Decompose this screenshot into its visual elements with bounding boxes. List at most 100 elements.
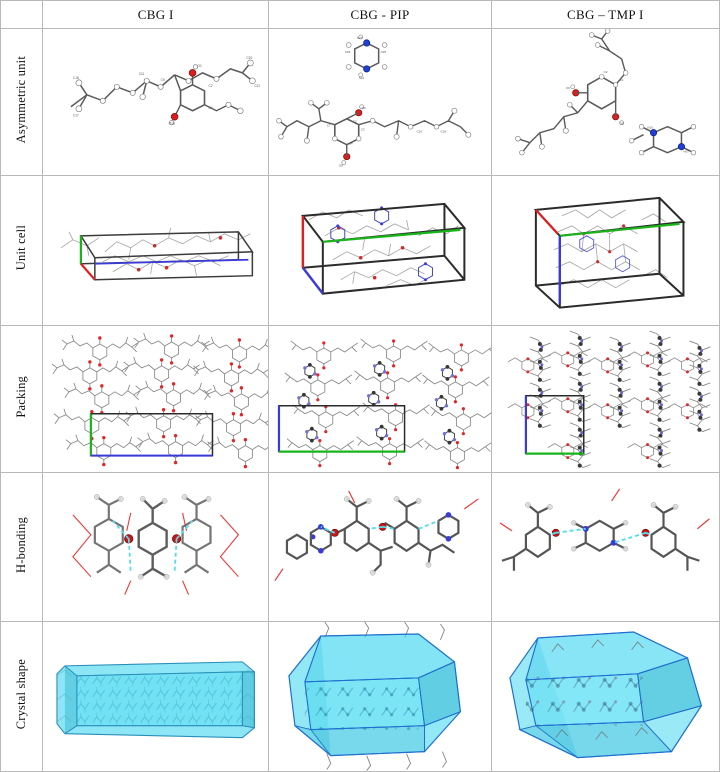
oxygen-atom xyxy=(188,69,197,77)
cell-unit-cell-cbg1 xyxy=(42,174,270,327)
svg-text:C21: C21 xyxy=(254,84,260,88)
row-label-crystal-shape: Crystal shape xyxy=(0,621,44,772)
cell-h-bonding-cbgtmpi xyxy=(490,471,720,623)
row-asymmetric-unit: Asymmetric unit xyxy=(0,28,720,176)
row-label-packing: Packing xyxy=(0,325,44,473)
svg-text:C11: C11 xyxy=(139,72,145,76)
corner-cell xyxy=(0,0,44,29)
hydrogen-bonds xyxy=(112,519,194,573)
svg-text:C1: C1 xyxy=(619,78,623,82)
oxygen-atom xyxy=(170,113,179,121)
axis-a-red xyxy=(534,208,559,235)
svg-text:O8: O8 xyxy=(339,164,343,168)
contact-lines xyxy=(72,512,240,595)
unit-cell-edges xyxy=(301,202,467,295)
crystal-shape-cbgpip xyxy=(288,622,462,771)
cell-packing-cbg1 xyxy=(42,325,270,473)
row-h-bonding: H-bonding xyxy=(0,471,720,623)
contact-lines xyxy=(274,490,480,581)
row-label-unit-cell: Unit cell xyxy=(0,174,44,327)
row-label-text: Packing xyxy=(14,375,29,418)
axis-b-green xyxy=(323,228,461,243)
hbond-cbg1 xyxy=(72,493,240,595)
nitrogen-atom xyxy=(318,547,324,554)
svg-text:C17: C17 xyxy=(73,114,79,118)
nitrogen-atom xyxy=(649,129,657,137)
column-header-cbgtmpi: CBG – TMP I xyxy=(490,0,720,29)
column-header-cbgpip: CBG - PIP xyxy=(268,0,492,29)
cell-crystal-shape-cbgpip xyxy=(268,621,492,772)
axis-a-red xyxy=(80,262,96,280)
svg-text:N24: N24 xyxy=(359,76,365,80)
svg-text:C9: C9 xyxy=(161,78,165,82)
row-label-text: Crystal shape xyxy=(14,658,29,730)
svg-text:C4: C4 xyxy=(349,142,353,146)
packing-unit-cell xyxy=(89,413,214,457)
column-header-cbg1: CBG I xyxy=(42,0,270,29)
hbond-cbgtmpi xyxy=(499,488,710,571)
contact-lines xyxy=(499,488,710,532)
cell-unit-cell-cbgtmpi xyxy=(490,174,720,327)
row-label-text: Unit cell xyxy=(14,225,29,271)
svg-text:O9: O9 xyxy=(565,86,569,90)
nitrogen-atom xyxy=(677,143,685,151)
crystal-polyhedron xyxy=(56,661,255,739)
oxygen-atom xyxy=(355,109,363,117)
row-label-asymmetric-unit: Asymmetric unit xyxy=(0,28,44,176)
svg-text:C25: C25 xyxy=(381,50,387,54)
svg-text:O8: O8 xyxy=(619,122,623,126)
svg-text:O1: O1 xyxy=(198,64,202,68)
svg-text:C18: C18 xyxy=(73,76,79,80)
svg-text:C26: C26 xyxy=(345,50,351,54)
row-label-h-bonding: H-bonding xyxy=(0,471,44,623)
unit-cell-cbg1 xyxy=(60,227,254,281)
svg-text:C20: C20 xyxy=(246,56,252,60)
cell-packing-cbgtmpi xyxy=(490,325,720,473)
row-unit-cell: Unit cell xyxy=(0,174,720,327)
svg-text:N07: N07 xyxy=(683,150,689,154)
svg-text:C7: C7 xyxy=(327,124,331,128)
nitrogen-atom xyxy=(610,539,617,546)
cell-unit-cell-cbgpip xyxy=(268,174,492,327)
svg-text:C2: C2 xyxy=(209,84,213,88)
svg-text:C4: C4 xyxy=(209,106,213,110)
nitrogen-atom xyxy=(363,39,371,47)
axis-c-blue xyxy=(94,258,249,265)
svg-text:C16: C16 xyxy=(417,130,423,134)
cell-crystal-shape-cbg1 xyxy=(42,621,270,772)
packing-unit-cell xyxy=(278,405,406,453)
crystal-polyhedron xyxy=(508,631,702,759)
svg-text:C18: C18 xyxy=(441,130,447,134)
hydrogen-bonds xyxy=(320,519,440,534)
svg-text:O1A: O1A xyxy=(169,122,176,126)
unit-cell-cbgtmpi xyxy=(533,196,686,309)
packing-cbgtmpi xyxy=(507,330,711,469)
row-crystal-shape: Crystal shape xyxy=(0,621,720,772)
row-packing: Packing xyxy=(0,325,720,473)
hbond-cbgpip xyxy=(274,490,480,581)
svg-text:C2: C2 xyxy=(353,120,357,124)
nitrogen-atom xyxy=(445,511,452,518)
packing-cbgpip xyxy=(278,338,491,470)
unit-cell-cbgpip xyxy=(301,202,467,295)
svg-text:C3: C3 xyxy=(361,128,365,132)
row-label-text: H-bonding xyxy=(14,516,29,573)
svg-text:C2: C2 xyxy=(603,70,607,74)
svg-text:N27: N27 xyxy=(357,36,363,40)
header-row: CBG I CBG - PIP CBG – TMP I xyxy=(0,0,720,29)
cell-h-bonding-cbgpip xyxy=(268,471,492,623)
cell-packing-cbgpip xyxy=(268,325,492,473)
crystal-polyhedron xyxy=(288,633,462,757)
packing-unit-cell xyxy=(524,395,585,455)
axis-b-green xyxy=(559,222,680,237)
hydrogen-bonds xyxy=(549,527,652,544)
svg-text:N01: N01 xyxy=(647,126,653,130)
nitrogen-atom xyxy=(445,535,452,542)
